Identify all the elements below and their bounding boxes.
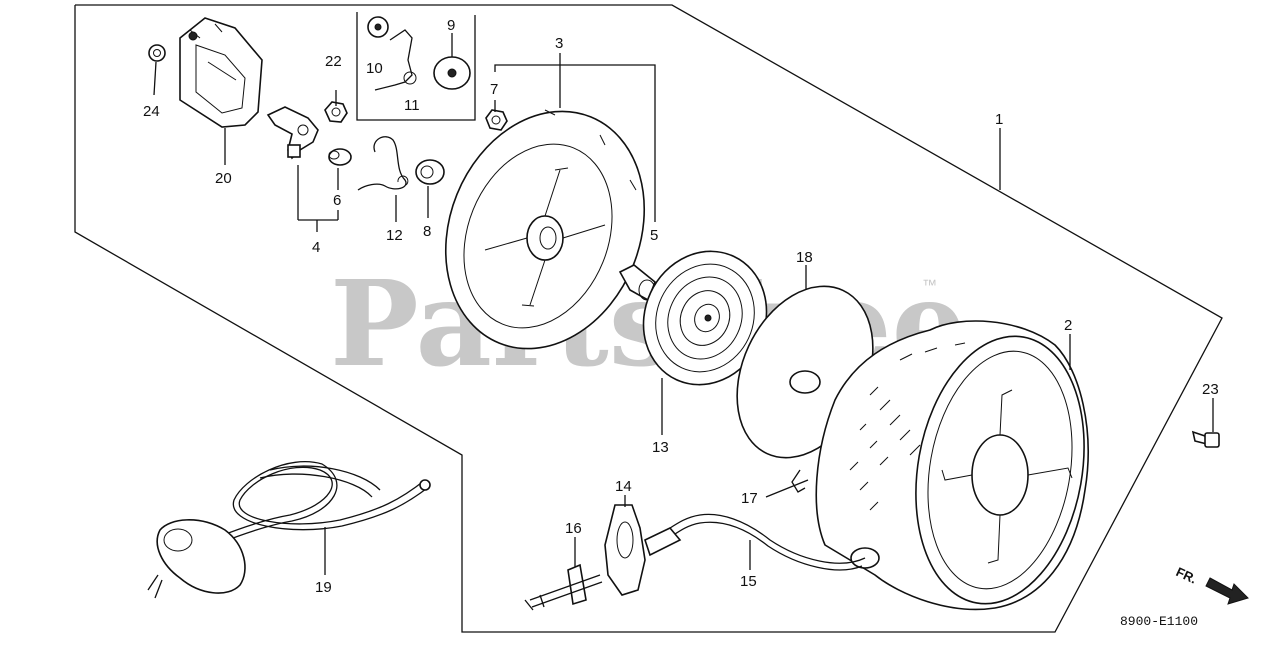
direction-arrow-icon [1205, 577, 1249, 605]
part-22-nut[interactable] [324, 101, 348, 123]
callout-6[interactable]: 6 [333, 192, 341, 209]
callout-3[interactable]: 3 [555, 35, 563, 52]
assembly-outline [74, 4, 1223, 633]
part-16-rope-end[interactable] [524, 563, 603, 611]
part-9-washer[interactable] [433, 56, 471, 90]
callout-24[interactable]: 24 [143, 103, 160, 120]
callout-12[interactable]: 12 [386, 227, 403, 244]
callout-5[interactable]: 5 [650, 227, 658, 244]
callout-22[interactable]: 22 [325, 53, 342, 70]
callout-1[interactable]: 1 [995, 111, 1003, 128]
leader-lines [153, 33, 1214, 575]
part-8-collar[interactable] [415, 159, 445, 185]
callout-23[interactable]: 23 [1202, 381, 1219, 398]
callout-labels: 1 2 3 4 5 6 7 8 9 10 11 12 13 14 15 16 1… [143, 17, 1219, 596]
callout-16[interactable]: 16 [565, 520, 582, 537]
part-11-spring[interactable] [374, 29, 417, 91]
callout-8[interactable]: 8 [423, 223, 431, 240]
callout-15[interactable]: 15 [740, 573, 757, 590]
part-19-rope-assy[interactable] [147, 461, 431, 599]
part-3-reel[interactable] [411, 81, 679, 378]
part-7-nut[interactable] [485, 109, 508, 131]
callout-17[interactable]: 17 [741, 490, 758, 507]
part-4-ratchet[interactable] [266, 106, 319, 160]
part-15-rope[interactable] [649, 513, 866, 571]
callout-14[interactable]: 14 [615, 478, 632, 495]
direction-label: FR. [1174, 564, 1199, 586]
callout-10[interactable]: 10 [366, 60, 383, 77]
callout-18[interactable]: 18 [796, 249, 813, 266]
part-17-clip[interactable] [791, 469, 806, 493]
callout-4[interactable]: 4 [312, 239, 320, 256]
callout-11[interactable]: 11 [404, 97, 420, 114]
callout-9[interactable]: 9 [447, 17, 455, 34]
callout-7[interactable]: 7 [490, 81, 498, 98]
part-24-nut[interactable] [148, 44, 166, 62]
front-direction-indicator: FR. [1174, 564, 1249, 605]
watermark-trademark: ™ [922, 277, 937, 294]
callout-13[interactable]: 13 [652, 439, 669, 456]
part-20-guide-cover[interactable] [179, 17, 263, 128]
diagram-code: 8900-E1100 [1120, 614, 1198, 629]
subgroup-box [356, 12, 476, 121]
part-2-starter-case[interactable] [815, 320, 1104, 617]
callout-20[interactable]: 20 [215, 170, 232, 187]
part-6-collar[interactable] [328, 148, 352, 166]
callout-19[interactable]: 19 [315, 579, 332, 596]
part-10-washer[interactable] [367, 16, 389, 38]
part-23-bolt[interactable] [1191, 430, 1220, 448]
part-12-spring[interactable] [357, 136, 409, 191]
callout-2[interactable]: 2 [1064, 317, 1072, 334]
part-14-grip[interactable] [604, 504, 682, 596]
